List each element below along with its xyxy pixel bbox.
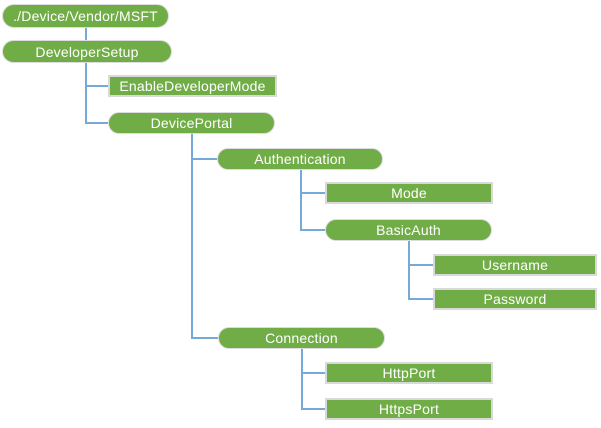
connector-arm-basicauth <box>300 229 325 231</box>
connector-stem-root <box>85 28 87 40</box>
connector-stem-authentication <box>300 170 302 231</box>
tree-node-password: Password <box>433 288 597 310</box>
tree-node-httpsport: HttpsPort <box>325 398 493 420</box>
connector-arm-httpport <box>301 372 325 374</box>
connector-arm-enabledevelopermode <box>85 85 108 87</box>
tree-node-mode: Mode <box>325 182 493 204</box>
connector-arm-connection <box>191 337 218 339</box>
connector-arm-deviceportal <box>85 122 108 124</box>
connector-stem-basicauth <box>408 241 410 300</box>
tree-node-developersetup: DeveloperSetup <box>2 40 172 63</box>
connector-stem-deviceportal <box>191 134 193 339</box>
connector-arm-authentication <box>191 158 217 160</box>
connector-arm-username <box>408 264 433 266</box>
connector-arm-password <box>408 298 433 300</box>
connector-arm-mode <box>300 192 325 194</box>
tree-node-root: ./Device/Vendor/MSFT <box>2 4 169 28</box>
tree-node-enabledevelopermode: EnableDeveloperMode <box>108 75 277 97</box>
tree-node-connection: Connection <box>218 327 385 349</box>
tree-node-httpport: HttpPort <box>325 362 493 384</box>
connector-stem-connection <box>301 349 303 410</box>
tree-node-authentication: Authentication <box>217 148 383 170</box>
connector-arm-httpsport <box>301 408 325 410</box>
tree-node-username: Username <box>433 254 597 276</box>
connector-stem-developersetup <box>85 63 87 124</box>
tree-node-deviceportal: DevicePortal <box>108 112 275 134</box>
tree-node-basicauth: BasicAuth <box>325 219 492 241</box>
